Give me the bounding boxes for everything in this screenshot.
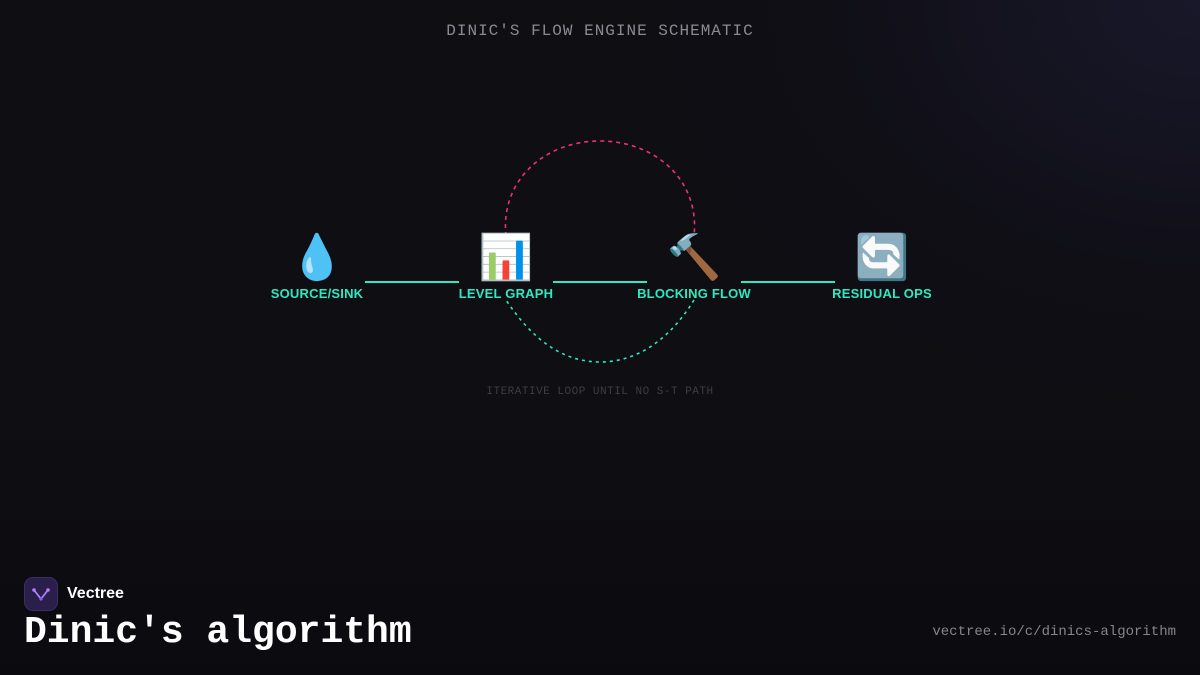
brand-name: Vectree — [67, 585, 124, 602]
node-label: LEVEL GRAPH — [458, 286, 554, 301]
node-blocking-flow: 🔨 BLOCKING FLOW — [614, 232, 774, 302]
hammer-icon: 🔨 — [666, 232, 722, 283]
vectree-logo-icon — [24, 577, 58, 611]
bar-chart-icon: 📊 — [478, 232, 534, 283]
page-url[interactable]: vectree.io/c/dinics-algorithm — [932, 624, 1176, 640]
node-label: RESIDUAL OPS — [832, 286, 932, 301]
node-level-graph: 📊 LEVEL GRAPH — [426, 232, 586, 302]
loop-arc-bottom — [505, 299, 695, 363]
page-title: Dinic's algorithm — [24, 611, 412, 654]
loop-arc-top — [504, 140, 696, 237]
node-residual-ops: 🔄 RESIDUAL OPS — [802, 232, 962, 302]
droplet-icon: 💧 — [289, 232, 345, 283]
cycle-arrows-icon: 🔄 — [854, 232, 910, 283]
loop-caption: ITERATIVE LOOP UNTIL NO S-T PATH — [486, 386, 714, 398]
brand[interactable]: Vectree — [24, 577, 124, 611]
node-source-sink: 💧 SOURCE/SINK — [237, 232, 397, 302]
node-label: BLOCKING FLOW — [637, 286, 751, 301]
node-label: SOURCE/SINK — [270, 286, 364, 301]
schematic-title: DINIC'S FLOW ENGINE SCHEMATIC — [446, 22, 754, 40]
